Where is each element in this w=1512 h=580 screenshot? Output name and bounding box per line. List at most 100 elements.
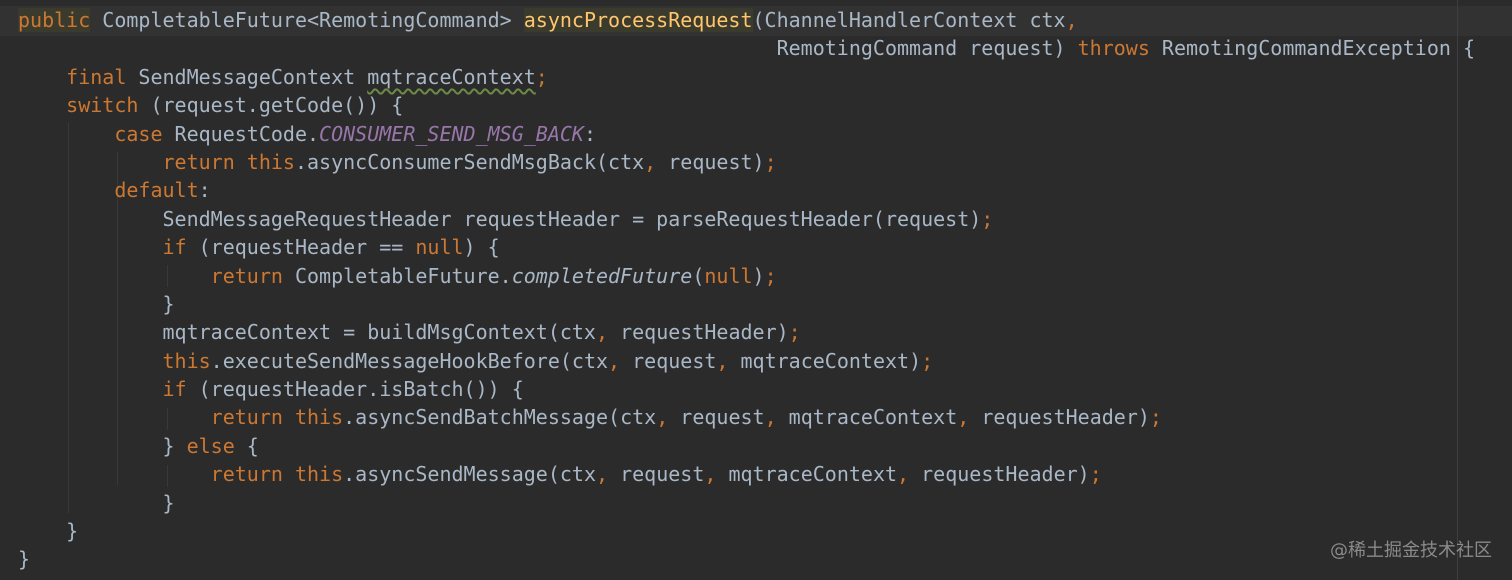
keyword-if: if (162, 235, 187, 260)
punctuation: , (716, 348, 729, 373)
punctuation: ; (764, 149, 777, 174)
punctuation: , (897, 462, 910, 487)
code-line-3: final SendMessageContext mqtraceContext; (18, 63, 1475, 91)
code-token: requestHeader) (909, 462, 1090, 487)
code-token: } (162, 291, 175, 316)
indent-guide (167, 408, 168, 430)
code-line-15: return this.asyncSendBatchMessage(ctx, r… (18, 403, 1475, 431)
code-token: .asyncSendBatchMessage(ctx (343, 405, 657, 430)
keyword-this: this (162, 348, 211, 373)
watermark: @稀土掘金技术社区 (1330, 540, 1492, 561)
punctuation: , (957, 405, 970, 430)
code-line-16: } else { (18, 432, 1475, 460)
code-token: mqtraceContext (716, 462, 898, 487)
punctuation: , (656, 405, 669, 430)
indent (18, 491, 163, 515)
punctuation: ; (764, 263, 777, 288)
punctuation: , (596, 462, 609, 487)
punctuation: ; (1089, 462, 1102, 487)
code-line-19: } (18, 517, 1475, 545)
keyword-switch: switch (66, 93, 139, 118)
code-line-20: } (18, 545, 1475, 573)
code-token: requestHeader) (969, 405, 1150, 430)
punctuation: ; (788, 320, 801, 345)
code-token (283, 462, 295, 486)
code-line-8: SendMessageRequestHeader requestHeader =… (18, 205, 1475, 233)
indent (18, 264, 211, 288)
indent (18, 178, 114, 202)
code-token: request) (656, 149, 765, 174)
code-token: mqtraceContext = buildMsgContext(ctx (162, 320, 596, 345)
keyword-public: public (18, 8, 91, 32)
code-token: : (198, 178, 211, 203)
punctuation: ; (535, 64, 548, 89)
code-line-2: RemotingCommand request) throws Remoting… (18, 34, 1475, 62)
code-line-4: switch (request.getCode()) { (18, 91, 1475, 119)
keyword-null: null (704, 263, 753, 288)
code-token: request (668, 405, 765, 430)
code-line-12: mqtraceContext = buildMsgContext(ctx, re… (18, 318, 1475, 346)
indent (18, 36, 777, 60)
code-line-7: default: (18, 176, 1475, 204)
code-line-6: return this.asyncConsumerSendMsgBack(ctx… (18, 148, 1475, 176)
code-token: ) (752, 263, 765, 288)
keyword-return: return (210, 462, 283, 487)
code-token: request (608, 462, 705, 487)
code-line-1: public CompletableFuture<RemotingCommand… (18, 6, 1475, 34)
code-token: (request.getCode()) { (138, 93, 404, 118)
code-content[interactable]: public CompletableFuture<RemotingCommand… (18, 6, 1475, 574)
punctuation: ; (981, 206, 994, 231)
keyword-throws: throws (1077, 36, 1150, 61)
code-token: RemotingCommand request) (776, 36, 1078, 61)
punctuation: , (644, 149, 657, 174)
code-line-17: return this.asyncSendMessage(ctx, reques… (18, 460, 1475, 488)
code-token: : (583, 121, 596, 146)
indent (18, 462, 211, 486)
code-token: (ChannelHandlerContext ctx (752, 8, 1066, 32)
indent (18, 65, 66, 89)
indent (18, 292, 163, 316)
indent-guide (117, 152, 118, 485)
keyword-return: return (210, 263, 283, 288)
indent (18, 405, 211, 429)
code-token: { (234, 433, 259, 458)
code-token: } (162, 490, 175, 515)
keyword-final: final (66, 64, 127, 89)
punctuation: ; (921, 348, 934, 373)
indent (18, 122, 114, 146)
indent (18, 235, 163, 259)
punctuation: , (608, 348, 621, 373)
code-token: .asyncSendMessage(ctx (343, 462, 596, 487)
keyword-return: return (162, 149, 235, 174)
code-token: RemotingCommandException { (1149, 36, 1475, 61)
indent (18, 93, 66, 117)
punctuation: , (595, 320, 609, 345)
code-token: CompletableFuture<RemotingCommand> (90, 8, 524, 32)
code-token: mqtraceContext (776, 405, 958, 430)
keyword-case: case (114, 121, 163, 146)
code-token (235, 150, 247, 174)
indent (18, 320, 163, 344)
indent-guide (167, 265, 168, 287)
code-token: .asyncConsumerSendMsgBack(ctx (294, 149, 645, 174)
indent (18, 150, 163, 174)
code-token: CompletableFuture. (282, 263, 512, 288)
code-token: SendMessageRequestHeader requestHeader =… (162, 206, 982, 231)
method-name: asyncProcessRequest (523, 8, 753, 32)
code-line-18: } (18, 489, 1475, 517)
right-margin-guide (1457, 0, 1458, 580)
code-token: requestHeader) (608, 320, 789, 345)
indent (18, 207, 163, 231)
code-token: mqtraceContext) (728, 348, 922, 373)
code-line-5: case RequestCode.CONSUMER_SEND_MSG_BACK: (18, 120, 1475, 148)
punctuation: , (1065, 8, 1078, 32)
code-token: request (620, 348, 717, 373)
indent (18, 434, 163, 458)
keyword-this: this (294, 462, 344, 487)
code-token: (requestHeader.isBatch()) { (186, 377, 524, 402)
keyword-if: if (162, 377, 187, 402)
code-line-13: this.executeSendMessageHookBefore(ctx, r… (18, 347, 1475, 375)
punctuation: , (764, 405, 777, 430)
code-token: } (162, 433, 187, 458)
